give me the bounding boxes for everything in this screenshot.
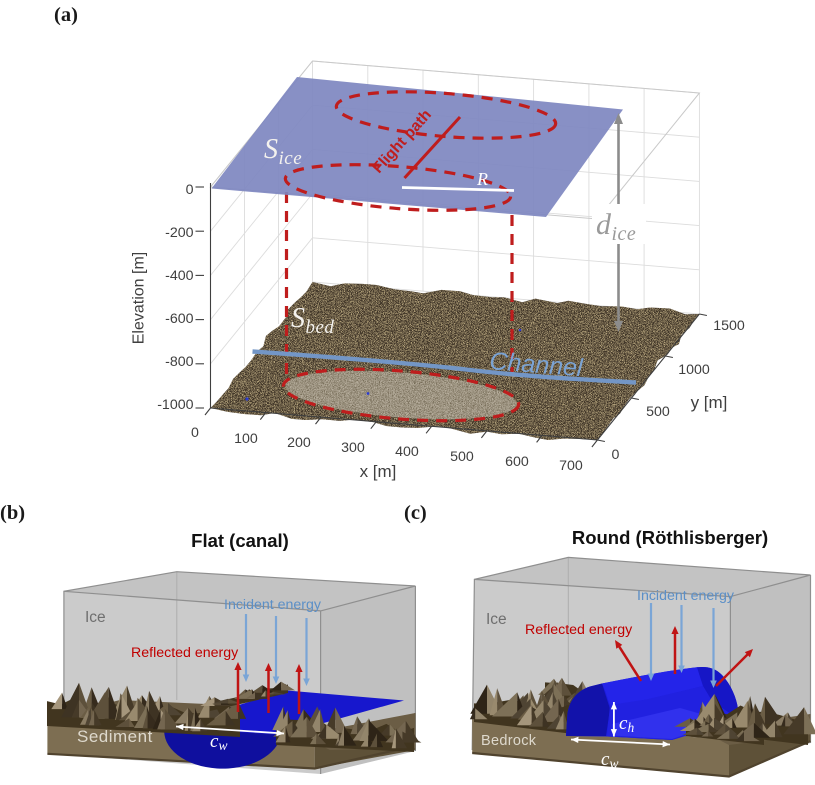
svg-text:(b): (b) <box>0 502 25 524</box>
svg-text:Reflected energy: Reflected energy <box>131 645 239 661</box>
svg-text:-400: -400 <box>165 268 194 284</box>
svg-text:0: 0 <box>612 447 620 463</box>
svg-text:Incident energy: Incident energy <box>637 588 735 604</box>
svg-text:300: 300 <box>341 440 365 456</box>
svg-text:-1000: -1000 <box>157 397 193 413</box>
svg-text:(a): (a) <box>54 4 78 26</box>
svg-text:200: 200 <box>287 435 311 451</box>
svg-text:400: 400 <box>395 444 419 460</box>
svg-text:100: 100 <box>234 431 258 447</box>
svg-text:R: R <box>476 169 488 189</box>
svg-text:500: 500 <box>450 449 474 465</box>
svg-text:Bedrock: Bedrock <box>481 733 537 749</box>
svg-text:0: 0 <box>186 182 194 198</box>
svg-text:-800: -800 <box>165 354 194 370</box>
svg-text:x [m]: x [m] <box>360 462 397 481</box>
svg-text:600: 600 <box>505 454 529 470</box>
svg-text:700: 700 <box>559 458 583 474</box>
svg-text:500: 500 <box>646 404 670 420</box>
svg-text:Incident energy: Incident energy <box>224 597 322 613</box>
svg-text:-600: -600 <box>165 311 194 327</box>
svg-text:Sediment: Sediment <box>77 727 153 746</box>
svg-text:y [m]: y [m] <box>691 393 728 412</box>
svg-text:1000: 1000 <box>678 362 710 378</box>
svg-text:Flat (canal): Flat (canal) <box>191 530 289 551</box>
svg-text:1500: 1500 <box>713 318 745 334</box>
svg-text:Ice: Ice <box>85 609 106 626</box>
svg-text:Ice: Ice <box>486 611 507 628</box>
svg-text:Round (Röthlisberger): Round (Röthlisberger) <box>572 527 768 548</box>
svg-text:(c): (c) <box>404 502 427 524</box>
svg-text:0: 0 <box>191 425 199 441</box>
svg-text:Reflected energy: Reflected energy <box>525 622 633 638</box>
svg-text:Elevation [m]: Elevation [m] <box>131 252 148 344</box>
svg-text:-200: -200 <box>165 225 194 241</box>
